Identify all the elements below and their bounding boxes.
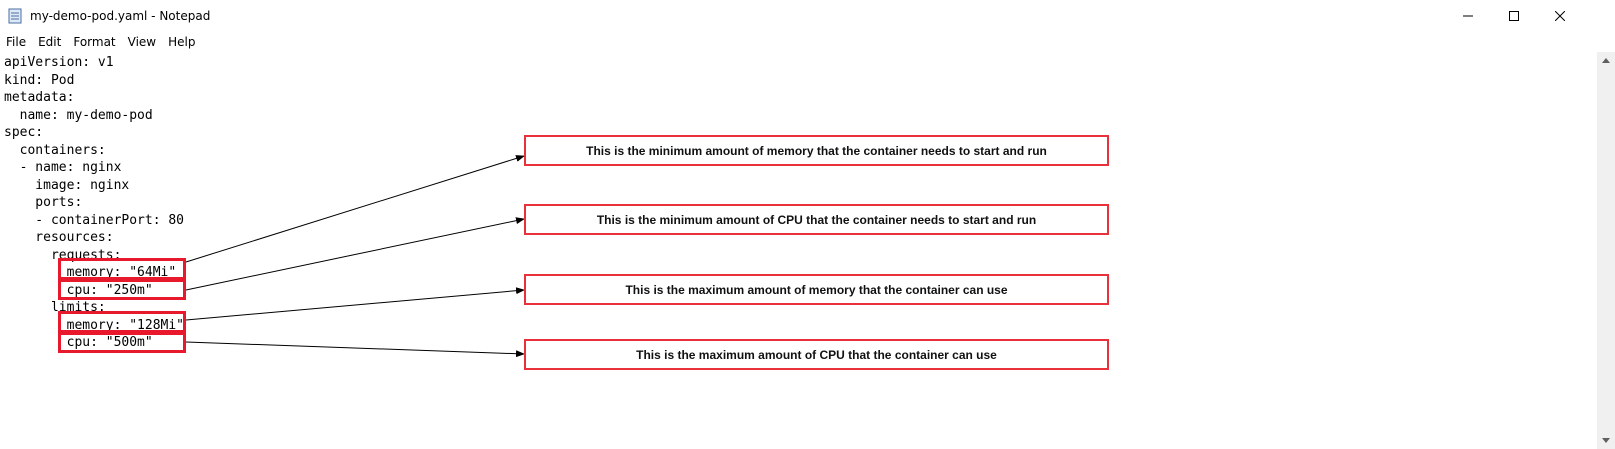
maximize-button[interactable]: [1491, 0, 1537, 32]
code-line: memory: "128Mi": [4, 317, 185, 333]
note-requests-cpu: This is the minimum amount of CPU that t…: [524, 204, 1109, 235]
notepad-icon: [8, 8, 22, 24]
code-line: cpu: "500m": [4, 335, 153, 350]
menu-format[interactable]: Format: [73, 35, 116, 49]
menu-bar: File Edit Format View Help: [0, 32, 1615, 52]
scroll-up-button[interactable]: [1597, 52, 1615, 69]
close-button[interactable]: [1537, 0, 1583, 32]
menu-help[interactable]: Help: [168, 35, 196, 49]
scroll-up-icon: [1602, 58, 1610, 63]
code-line: - name: nginx: [4, 160, 122, 175]
arrow-requests-memory: [185, 155, 525, 263]
highlight-limits-cpu: [58, 332, 186, 353]
code-line: - containerPort: 80: [4, 212, 185, 228]
title-bar: my-demo-pod.yaml - Notepad: [0, 0, 1615, 32]
code-line: name: my-demo-pod: [4, 107, 153, 123]
code-line: resources:: [4, 230, 114, 245]
maximize-icon: [1509, 11, 1519, 21]
code-line: image: nginx: [4, 177, 130, 193]
arrow-limits-cpu: [185, 341, 525, 358]
arrow-requests-cpu: [185, 217, 525, 291]
editor-content[interactable]: apiVersion: v1 kind: Pod metadata: name:…: [4, 54, 184, 352]
scroll-down-icon: [1602, 438, 1610, 443]
highlight-requests-cpu: [58, 279, 186, 300]
code-line: memory: "64Mi": [4, 265, 177, 280]
code-line: spec:: [4, 125, 44, 140]
note-limits-memory: This is the maximum amount of memory tha…: [524, 274, 1109, 305]
vertical-scrollbar[interactable]: [1597, 52, 1615, 449]
code-line: ports:: [4, 195, 83, 210]
note-requests-memory: This is the minimum amount of memory tha…: [524, 135, 1109, 166]
minimize-button[interactable]: [1445, 0, 1491, 32]
close-icon: [1555, 11, 1565, 21]
code-line: metadata:: [4, 90, 75, 105]
note-limits-cpu: This is the maximum amount of CPU that t…: [524, 339, 1109, 370]
code-line: apiVersion: v1: [4, 55, 114, 70]
code-line: containers:: [4, 142, 106, 158]
scroll-down-button[interactable]: [1597, 432, 1615, 449]
menu-edit[interactable]: Edit: [38, 35, 62, 49]
highlight-limits-memory: [58, 311, 186, 333]
arrow-limits-memory: [185, 287, 525, 321]
text-editor[interactable]: apiVersion: v1 kind: Pod metadata: name:…: [0, 52, 1597, 449]
menu-file[interactable]: File: [6, 35, 27, 49]
menu-view[interactable]: View: [127, 35, 157, 49]
code-line: kind: Pod: [4, 72, 75, 88]
minimize-icon: [1463, 15, 1473, 17]
highlight-requests-memory: [58, 258, 186, 280]
code-line: cpu: "250m": [4, 282, 153, 298]
window-title: my-demo-pod.yaml - Notepad: [30, 9, 211, 23]
